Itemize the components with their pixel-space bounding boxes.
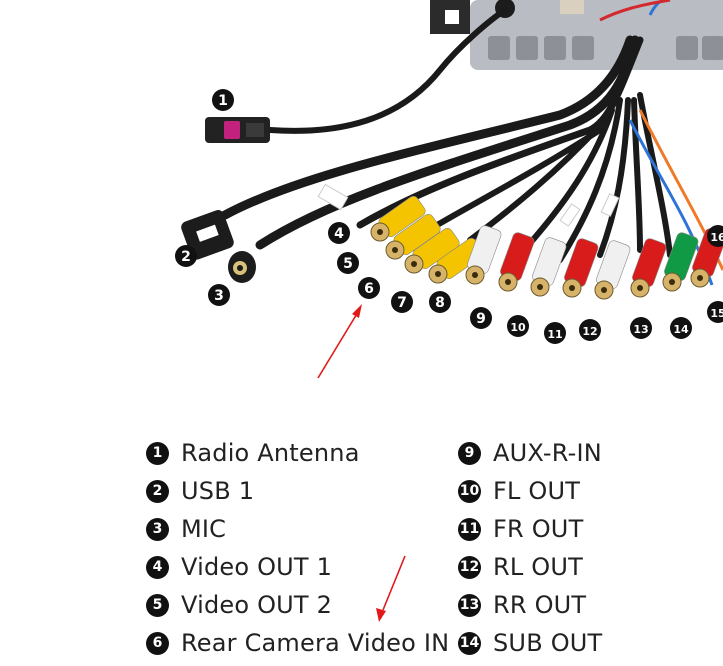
rca-connector [594,240,631,300]
callout-badge: 15 [707,301,723,323]
callout-number: 1 [218,93,228,109]
head-unit-panel [430,0,723,70]
callout-number: 2 [181,249,191,265]
legend-label: Radio Antenna [181,439,360,467]
legend-label: Video OUT 1 [181,553,333,581]
legend-number-badge: 9 [458,441,481,465]
callout-number: 14 [673,323,689,336]
legend-number-badge: 3 [146,517,169,541]
legend-number-badge: 13 [458,593,481,617]
callout-number: 3 [214,288,224,304]
callout-number: 8 [435,295,445,311]
legend-label: RR OUT [493,591,587,619]
callout-number: 5 [343,256,353,272]
callout-badge: 6 [358,277,380,299]
legend-item: 14 SUB OUT [458,628,602,658]
callout-badge: 8 [429,291,451,313]
legend-number-badge: 5 [146,593,169,617]
rca-connector [498,232,535,292]
callout-badge: 1 [212,89,234,111]
legend-label: FR OUT [493,515,584,543]
legend-item: 4 Video OUT 1 [146,552,332,582]
mic-connector [228,251,256,283]
callout-badge: 9 [470,307,492,329]
legend-item: 12 RL OUT [458,552,583,582]
legend-label: Rear Camera Video IN [181,629,450,657]
callout-badge: 14 [670,317,692,339]
callout-number: 10 [510,321,526,334]
callout-badge: 12 [579,319,601,341]
rca-connector [370,195,426,242]
callout-number: 7 [397,295,407,311]
callout-badge: 2 [175,245,197,267]
callout-number: 11 [547,328,562,341]
legend-number-badge: 10 [458,479,481,503]
callout-badge: 10 [507,315,529,337]
legend-label: AUX-R-IN [493,439,602,467]
rca-connector [385,213,441,260]
legend-label: Video OUT 2 [181,591,333,619]
callout-number: 13 [633,323,648,336]
legend-item: 13 RR OUT [458,590,586,620]
callout-badge: 4 [328,222,350,244]
callout-badge: 13 [630,317,652,339]
legend-label: RL OUT [493,553,583,581]
legend-number-badge: 14 [458,631,481,655]
callout-badge: 7 [391,291,413,313]
rca-connector [630,238,667,298]
callout-number: 16 [710,231,723,244]
usb-connector [181,210,234,260]
callout-number: 6 [364,281,374,297]
callout-number: 15 [710,307,723,320]
legend-number-badge: 1 [146,441,169,465]
rca-connector [562,238,599,298]
legend-number-badge: 11 [458,517,481,541]
legend-number-badge: 4 [146,555,169,579]
callout-badge: 16 [707,225,723,247]
legend-number-badge: 6 [146,631,169,655]
annotation-arrow-photo [317,304,362,379]
legend-item: 3 MIC [146,514,226,544]
callout-badge: 11 [544,322,566,344]
legend-number-badge: 12 [458,555,481,579]
legend-item: 2 USB 1 [146,476,254,506]
legend-item: 9 AUX-R-IN [458,438,602,468]
legend-item: 5 Video OUT 2 [146,590,332,620]
legend-item: 11 FR OUT [458,514,583,544]
callout-number: 4 [334,226,344,242]
legend-item: 10 FL OUT [458,476,580,506]
legend-label: FL OUT [493,477,581,505]
rca-connector [465,225,502,285]
rca-connector [530,237,567,297]
legend-label: SUB OUT [493,629,603,657]
legend-number-badge: 2 [146,479,169,503]
callout-number: 9 [476,311,486,327]
legend-label: MIC [181,515,227,543]
rca-connector [662,232,699,292]
callout-badge: 3 [208,284,230,306]
callout-number: 12 [582,325,597,338]
rca-connector [428,237,484,284]
legend-label: USB 1 [181,477,255,505]
callout-badge: 5 [337,252,359,274]
legend-item: 1 Radio Antenna [146,438,360,468]
antenna-connector [205,117,270,143]
legend-item: 6 Rear Camera Video IN [146,628,449,658]
